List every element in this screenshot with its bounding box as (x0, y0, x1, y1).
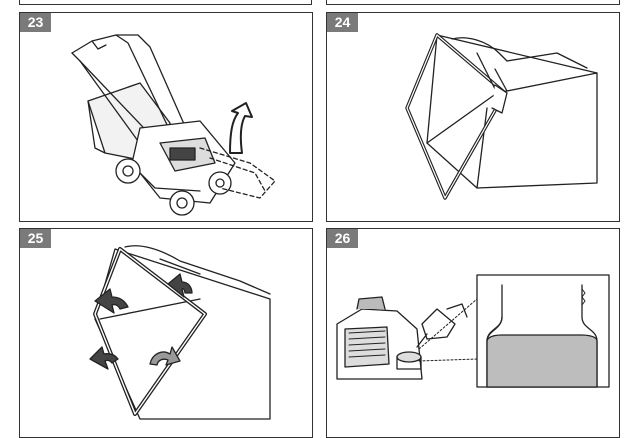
figure-panel-24: 24 (326, 12, 620, 222)
figure-panel-26: 26 (326, 228, 620, 438)
figure-number-badge: 23 (20, 13, 51, 32)
figure-panel-23: 23 (19, 12, 313, 222)
figure-number-badge: 26 (327, 229, 358, 248)
figure-panel-25: 25 (19, 228, 313, 438)
grass-bag-clips-illustration (89, 245, 271, 420)
top-strip-left (19, 0, 312, 5)
lawnmower-illustration (71, 34, 276, 216)
figure-number-badge: 24 (327, 13, 358, 32)
figure-number-badge: 25 (20, 229, 51, 248)
top-strip-right (326, 0, 620, 5)
engine-oil-fill-illustration (336, 274, 610, 388)
grass-bag-frame-illustration (405, 33, 598, 200)
